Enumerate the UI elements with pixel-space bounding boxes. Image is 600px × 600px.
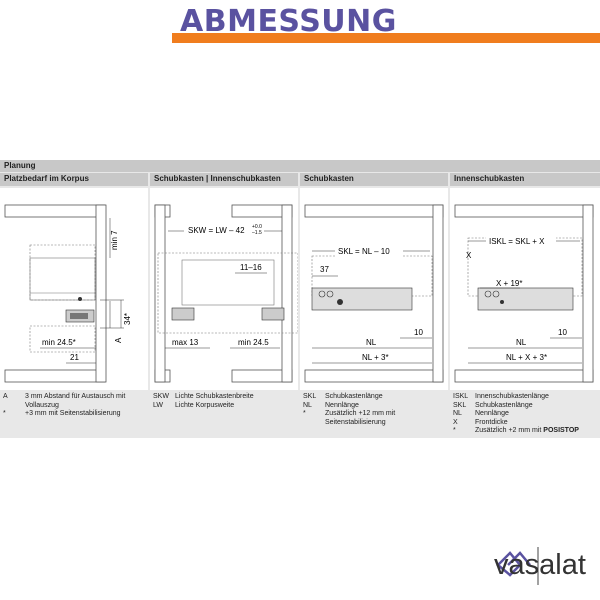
legend-row: Vollauszug — [3, 402, 125, 411]
inner-drawer-length-diagram: ISKL = SKL + X X X + 19* 10 NL NL + X + … — [454, 204, 594, 383]
space-requirement-diagram: min 7 A 34* min 24.5* 21 — [4, 204, 132, 383]
legend-abbr: SKL — [303, 393, 317, 400]
legend-desc: Seitenstabilisierung — [325, 418, 386, 426]
legend-desc: Schubkastenlänge — [325, 393, 383, 400]
legend-row: SKL Schubkastenlänge — [303, 393, 395, 402]
legend-desc: Schubkastenlänge — [475, 401, 533, 409]
legend-row: * Zusätzlich +2 mm mit POSISTOP — [453, 427, 579, 436]
legend-abbr: LW — [153, 401, 163, 409]
legend-row: LW Lichte Korpusweite — [153, 402, 254, 411]
dim-x: X — [466, 251, 472, 260]
drawing-drawer-width: SKW = LW – 42 +0.0 –1.5 11–16 max 13 min… — [150, 188, 299, 390]
legend-row: SKL Schubkastenlänge — [453, 402, 579, 411]
legend-abbr: * — [303, 410, 306, 418]
dim-skl: SKL = NL – 10 — [338, 247, 390, 256]
section-title: Planung — [4, 161, 36, 170]
section-bar — [0, 160, 600, 172]
legend-row: X Frontdicke — [453, 419, 579, 428]
legend-desc: Innenschubkastenlänge — [475, 393, 549, 400]
legend-row: A 3 mm Abstand für Austausch mit — [3, 393, 125, 402]
legend-desc: 3 mm Abstand für Austausch mit — [25, 393, 126, 400]
legend-space-requirement: A 3 mm Abstand für Austausch mit Vollausz… — [3, 393, 125, 419]
logo-wordmark: vasalat — [494, 549, 586, 581]
dim-x19: X + 19* — [496, 279, 522, 288]
legend-desc: Zusätzlich +12 mm mit — [325, 410, 396, 418]
legend-abbr — [3, 402, 25, 411]
dim-nl3: NL + 3* — [362, 353, 389, 362]
drawing-inner-drawer-length: ISKL = SKL + X X X + 19* 10 NL NL + X + … — [450, 188, 600, 390]
dim-34: 34* — [123, 313, 132, 325]
legend-desc: Zusätzlich +2 mm mit POSISTOP — [475, 427, 579, 436]
vasalat-logo-icon — [496, 547, 539, 585]
column-title-2: Schubkasten | Innenschubkasten — [150, 173, 298, 186]
legend-abbr — [303, 419, 325, 428]
legend-row: * Zusätzlich +12 mm mit — [303, 410, 395, 419]
legend-desc: Vollauszug — [25, 401, 59, 409]
column-title-3: Schubkasten — [300, 173, 448, 186]
legend-desc: Nennlänge — [475, 410, 509, 418]
dim-21: 21 — [70, 353, 79, 362]
column-title-4: Innenschubkasten — [450, 173, 600, 186]
legend-desc: Frontdicke — [475, 418, 508, 426]
legend-desc: Nennlänge — [325, 401, 359, 409]
legend-abbr: SKL — [453, 401, 467, 409]
dim-37: 37 — [320, 265, 329, 274]
dim-min245: min 24.5* — [42, 338, 76, 347]
legend-abbr: * — [3, 410, 6, 418]
legend-row: NL Nennlänge — [453, 410, 579, 419]
dim-a: A — [114, 337, 123, 343]
dim-skw: SKW = LW – 42 — [188, 226, 245, 235]
drawing-space-requirement: min 7 A 34* min 24.5* 21 — [0, 188, 148, 390]
legend-abbr: * — [453, 427, 456, 435]
dim-min245-right: min 24.5 — [238, 338, 269, 347]
dim-tol-plus: +0.0 — [252, 224, 262, 230]
dim-min7: min 7 — [110, 230, 119, 250]
legend-abbr: SKW — [153, 393, 169, 400]
legend-desc: Lichte Schubkastenbreite — [175, 393, 254, 400]
legend-drawer-width: SKW Lichte Schubkastenbreite LW Lichte Kor… — [153, 393, 254, 410]
legend-drawer-length: SKL Schubkastenlänge NL Nennlänge * Zusätzl… — [303, 393, 395, 427]
dim-nlx3: NL + X + 3* — [506, 353, 547, 362]
legend-abbr: NL — [303, 401, 312, 409]
dim-nl-inner: NL — [516, 338, 527, 347]
dim-10-inner: 10 — [558, 328, 567, 337]
legend-abbr: A — [3, 393, 8, 400]
legend-row: NL Nennlänge — [303, 402, 395, 411]
legend-inner-drawer: ISKL Innenschubkastenlänge SKL Schubkasten… — [453, 393, 579, 436]
dim-tol-minus: –1.5 — [252, 230, 262, 236]
dim-max13: max 13 — [172, 338, 199, 347]
legend-desc: +3 mm mit Seitenstabilisierung — [25, 410, 121, 418]
legend-row: Seitenstabilisierung — [303, 419, 395, 428]
legend-abbr: NL — [453, 410, 462, 418]
drawer-length-diagram: SKL = NL – 10 37 10 NL NL + 3* — [304, 204, 444, 383]
column-title-1: Platzbedarf im Korpus — [0, 173, 148, 186]
dim-10: 10 — [414, 328, 423, 337]
legend-desc-text: Zusätzlich +2 mm mit — [475, 427, 542, 435]
legend-desc: Lichte Korpusweite — [175, 401, 235, 409]
dim-1116: 11–16 — [240, 263, 262, 272]
drawer-width-diagram: SKW = LW – 42 +0.0 –1.5 11–16 max 13 min… — [154, 204, 299, 383]
legend-row: SKW Lichte Schubkastenbreite — [153, 393, 254, 402]
legend-abbr: X — [453, 418, 458, 426]
legend-row: * +3 mm mit Seitenstabilisierung — [3, 410, 125, 419]
legend-abbr: ISKL — [453, 393, 469, 400]
drawing-drawer-length: SKL = NL – 10 37 10 NL NL + 3* — [300, 188, 448, 390]
legend-row: ISKL Innenschubkastenlänge — [453, 393, 579, 402]
heading-underline-bar — [172, 33, 600, 43]
legend-desc-bold: POSISTOP — [543, 427, 579, 435]
dim-nl: NL — [366, 338, 377, 347]
dim-iskl: ISKL = SKL + X — [489, 237, 545, 246]
